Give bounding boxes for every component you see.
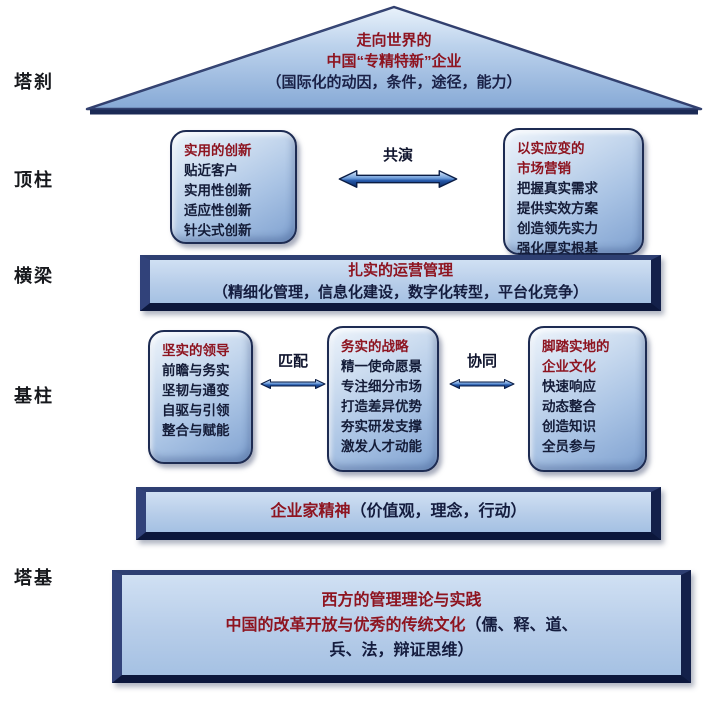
strategy-box-item: 打造差异优势	[341, 399, 422, 414]
strategy-box: 务实的战略 精一使命愿景 专注细分市场 打造差异优势 夯实研发支撑 激发人才动能	[327, 326, 439, 472]
match-connector: 匹配	[258, 352, 328, 394]
side-label-beam: 横梁	[14, 266, 54, 286]
marketing-box: 以实应变的 市场营销 把握真实需求 提供实效方案 创造领先实力 强化厚实根基	[503, 128, 644, 256]
marketing-box-item: 提供实效方案	[517, 201, 598, 216]
operations-bar: 扎实的运营管理 （精细化管理，信息化建设，数字化转型，平台化竞争）	[140, 255, 661, 311]
foundation-bar-line2-dark: （儒、释、道、	[465, 616, 578, 634]
entrepreneurship-bar-title: 企业家精神	[270, 503, 351, 520]
culture-box-title-line2: 企业文化	[542, 359, 596, 374]
strategy-box-item: 专注细分市场	[341, 379, 422, 394]
innovation-box-item: 针尖式创新	[184, 223, 252, 238]
foundation-bar-line1: 西方的管理理论与实践	[321, 591, 482, 609]
leadership-box-item: 前瞻与务实	[162, 363, 230, 378]
synergy-connector: 协同	[446, 352, 518, 394]
innovation-box: 实用的创新 贴近客户 实用性创新 适应性创新 针尖式创新	[170, 130, 297, 244]
innovation-box-item: 实用性创新	[184, 183, 252, 198]
roof-subtitle: （国际化的动因，条件，途径，能力）	[266, 74, 522, 91]
culture-box-item: 全员参与	[542, 439, 596, 454]
leadership-box: 坚实的领导 前瞻与务实 坚韧与通变 自驱与引领 整合与赋能	[148, 330, 253, 464]
marketing-box-item: 把握真实需求	[517, 181, 598, 196]
strategy-box-item: 激发人才动能	[341, 439, 422, 454]
leadership-box-item: 坚韧与通变	[162, 383, 230, 398]
co-evolution-label: 共演	[382, 147, 413, 164]
innovation-box-item: 贴近客户	[184, 163, 238, 178]
operations-bar-title: 扎实的运营管理	[347, 261, 453, 279]
culture-box-title-line1: 脚踏实地的	[542, 339, 610, 354]
marketing-box-title-line2: 市场营销	[517, 161, 571, 176]
roof-title-line1: 走向世界的	[356, 32, 432, 49]
double-arrow-icon	[260, 379, 326, 389]
leadership-box-item: 整合与赋能	[162, 423, 230, 438]
side-label-base: 塔基	[14, 568, 54, 588]
foundation-bar: 西方的管理理论与实践 中国的改革开放与优秀的传统文化（儒、释、道、 兵、法，辩证…	[112, 570, 691, 683]
culture-box-item: 动态整合	[542, 399, 596, 414]
foundation-bar-line3: 兵、法，辩证思维）	[329, 641, 474, 659]
marketing-box-item: 强化厚实根基	[517, 241, 598, 256]
marketing-box-item: 创造领先实力	[517, 221, 598, 236]
roof-triangle: 走向世界的 中国“专精特新”企业 （国际化的动因，条件，途径，能力）	[84, 4, 704, 118]
culture-box-item: 创造知识	[542, 419, 596, 434]
match-label: 匹配	[277, 353, 308, 370]
entrepreneurship-bar-subtitle: （价值观，理念，行动）	[350, 503, 527, 520]
culture-box: 脚踏实地的 企业文化 快速响应 动态整合 创造知识 全员参与	[528, 326, 647, 472]
roof-text: 走向世界的 中国“专精特新”企业 （国际化的动因，条件，途径，能力）	[84, 30, 704, 93]
double-arrow-icon	[449, 379, 515, 389]
culture-box-item: 快速响应	[542, 379, 596, 394]
entrepreneurship-bar: 企业家精神（价值观，理念，行动）	[136, 487, 661, 540]
leadership-box-item: 自驱与引领	[162, 403, 230, 418]
strategy-box-item: 精一使命愿景	[341, 359, 422, 374]
synergy-label: 协同	[466, 353, 497, 370]
innovation-box-item: 适应性创新	[184, 203, 252, 218]
leadership-box-title: 坚实的领导	[162, 343, 230, 358]
side-label-top-pillar: 顶柱	[14, 170, 54, 190]
operations-bar-subtitle: （精细化管理，信息化建设，数字化转型，平台化竞争）	[212, 283, 588, 301]
double-arrow-icon	[338, 170, 458, 188]
side-label-base-pillar: 基柱	[14, 386, 54, 406]
roof-triangle-shape	[85, 5, 703, 115]
marketing-box-title-line1: 以实应变的	[517, 141, 585, 156]
innovation-box-title: 实用的创新	[184, 143, 252, 158]
strategy-box-item: 夯实研发支撑	[341, 419, 422, 434]
foundation-bar-line2-red: 中国的改革开放与优秀的传统文化	[225, 616, 466, 634]
roof-title-line2: 中国“专精特新”企业	[326, 53, 462, 70]
co-evolution-connector: 共演	[332, 146, 464, 190]
side-label-spire: 塔刹	[14, 72, 54, 92]
strategy-box-title: 务实的战略	[341, 339, 409, 354]
